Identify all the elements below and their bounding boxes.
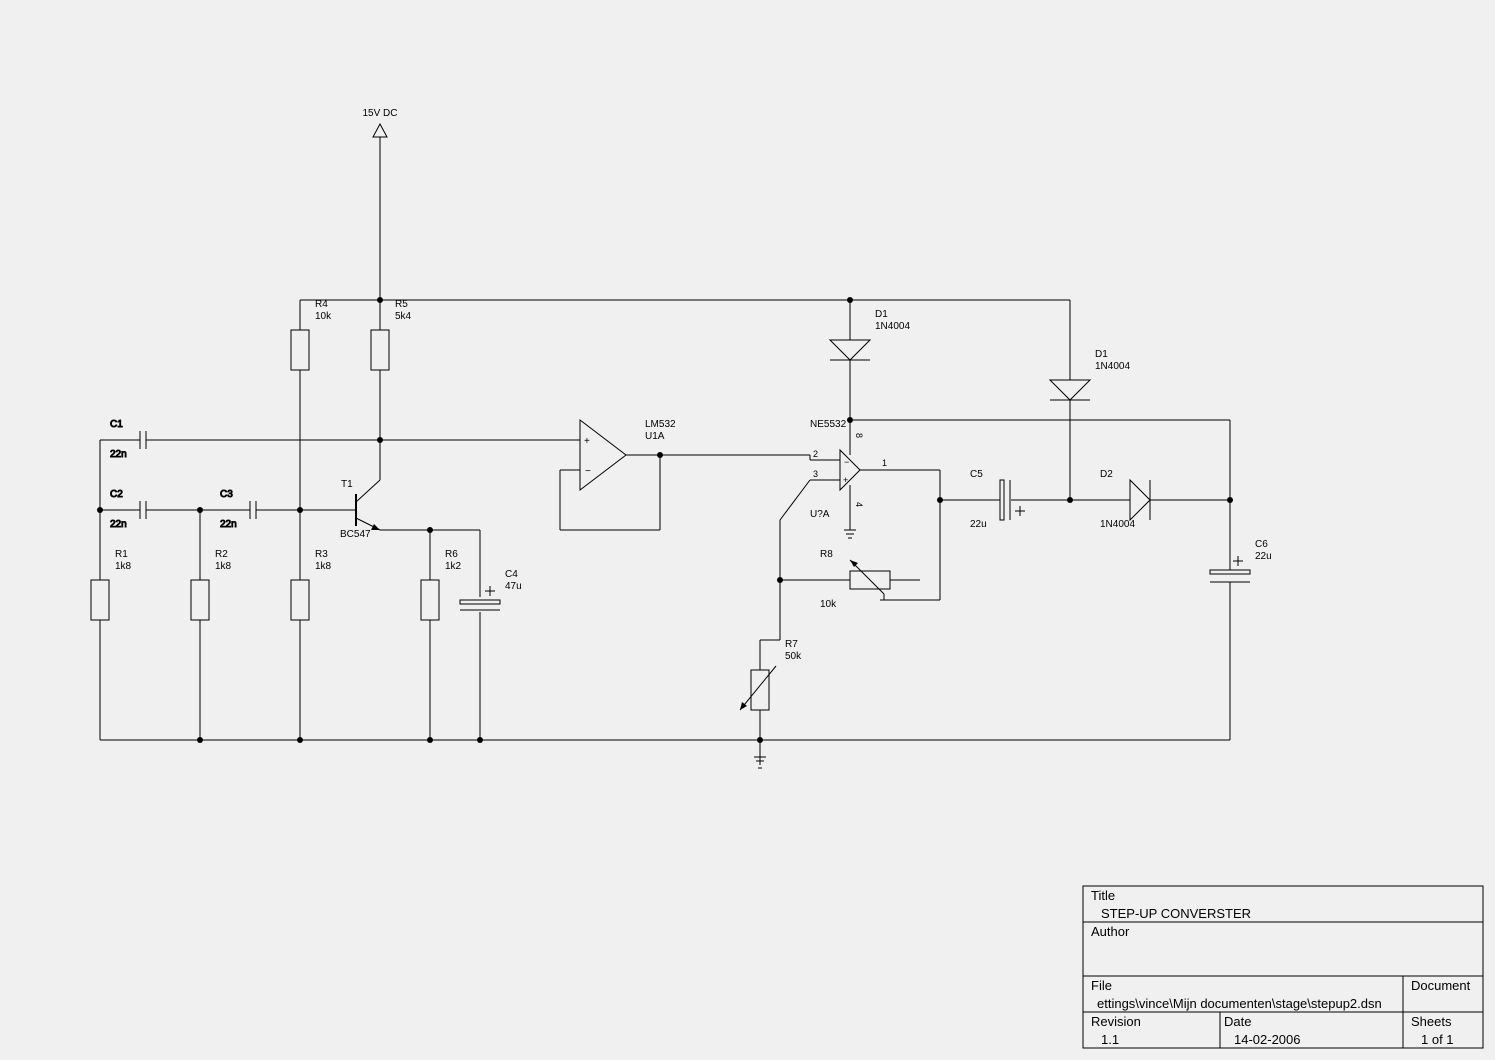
c4-value: 47u: [505, 581, 522, 592]
u1a-ref: U1A: [645, 431, 665, 442]
resistor-r4: R4 10k: [290, 299, 332, 371]
r4-value: 10k: [315, 311, 332, 322]
c2-value: 22n: [110, 519, 127, 530]
sheets-value: 1 of 1: [1421, 1032, 1454, 1047]
d1a-ref: D1: [875, 309, 888, 320]
diode-d2: D2 1N4004: [1100, 469, 1151, 530]
resistor-r1: R1 1k8: [90, 549, 132, 621]
date-label: Date: [1224, 1014, 1251, 1029]
c3-ref: C3: [220, 489, 233, 500]
r6-value: 1k2: [445, 561, 462, 572]
r3-value: 1k8: [315, 561, 332, 572]
capacitor-c5: C5 22u: [970, 469, 1025, 530]
t1-ref: T1: [341, 479, 353, 490]
r2-ref: R2: [215, 549, 228, 560]
r7-ref: R7: [785, 639, 798, 650]
u1a-value: LM532: [645, 419, 676, 430]
u2a-ref: U?A: [810, 509, 830, 520]
junction-dots: [97, 297, 1233, 743]
resistor-r6: R6 1k2: [420, 549, 462, 621]
capacitor-c6: C6 22u: [1209, 539, 1272, 583]
opamp-u1a: + − LM532 U1A: [579, 418, 676, 492]
d1b-ref: D1: [1095, 349, 1108, 360]
diode-d1-right: D1 1N4004: [1048, 349, 1130, 401]
transistor-t1: T1 BC547: [340, 479, 381, 540]
supply-label: 15V DC: [362, 108, 397, 119]
t1-value: BC547: [340, 529, 371, 540]
c2-ref: C2: [110, 489, 123, 500]
potentiometer-r7: R7 50k: [739, 639, 802, 711]
ground-symbol-main: [754, 756, 766, 769]
d2-value: 1N4004: [1100, 519, 1135, 530]
u2a-value: NE5532: [810, 419, 847, 430]
capacitor-c1: C1 22n: [110, 419, 147, 461]
title-label: Title: [1091, 888, 1115, 903]
u2a-minus-sign: −: [844, 457, 849, 467]
u2a-pin-8: 8: [854, 433, 864, 438]
r1-value: 1k8: [115, 561, 132, 572]
r5-ref: R5: [395, 299, 408, 310]
wires: [99, 137, 1231, 765]
r5-value: 5k4: [395, 311, 412, 322]
capacitor-c3: C3 22n: [220, 489, 257, 531]
date-value: 14-02-2006: [1234, 1032, 1301, 1047]
r8-ref: R8: [820, 549, 833, 560]
revision-value: 1.1: [1101, 1032, 1119, 1047]
ground-symbol-opamp: [844, 529, 856, 539]
u1a-plus-sign: +: [584, 436, 590, 447]
u2a-pin-3: 3: [813, 469, 818, 479]
resistor-r2: R2 1k8: [190, 549, 232, 621]
u2a-pin-1: 1: [882, 458, 887, 468]
file-label: File: [1091, 978, 1112, 993]
supply-symbol: 15V DC: [362, 108, 398, 138]
u1a-minus-sign: −: [585, 466, 591, 477]
file-value: ettings\vince\Mijn documenten\stage\step…: [1097, 996, 1382, 1011]
c3-value: 22n: [220, 519, 237, 530]
author-label: Author: [1091, 924, 1130, 939]
capacitor-c4: C4 47u: [459, 569, 522, 611]
u2a-pin-4: 4: [854, 502, 864, 507]
c4-ref: C4: [505, 569, 518, 580]
r6-ref: R6: [445, 549, 458, 560]
opamp-u2a: − + NE5532 U?A 2 3 1 8 4: [810, 419, 887, 520]
revision-label: Revision: [1091, 1014, 1141, 1029]
document-label: Document: [1411, 978, 1471, 993]
resistor-r3: R3 1k8: [290, 549, 332, 621]
u2a-pin-2: 2: [813, 449, 818, 459]
c6-ref: C6: [1255, 539, 1268, 550]
r1-ref: R1: [115, 549, 128, 560]
r7-value: 50k: [785, 651, 802, 662]
c1-value: 22n: [110, 449, 127, 460]
r8-value: 10k: [820, 599, 837, 610]
u2a-plus-sign: +: [843, 475, 848, 485]
d2-ref: D2: [1100, 469, 1113, 480]
c1-ref: C1: [110, 419, 123, 430]
d1a-value: 1N4004: [875, 321, 910, 332]
diode-d1-left: D1 1N4004: [828, 309, 910, 361]
r4-ref: R4: [315, 299, 328, 310]
c5-value: 22u: [970, 519, 987, 530]
r3-ref: R3: [315, 549, 328, 560]
potentiometer-r8: R8 10k: [820, 549, 891, 610]
title-value: STEP-UP CONVERSTER: [1101, 906, 1251, 921]
resistor-r5: R5 5k4: [370, 299, 412, 371]
capacitor-c2: C2 22n: [110, 489, 147, 531]
title-block: Title STEP-UP CONVERSTER Author File ett…: [1082, 885, 1484, 1049]
d1b-value: 1N4004: [1095, 361, 1130, 372]
c5-ref: C5: [970, 469, 983, 480]
sheets-label: Sheets: [1411, 1014, 1452, 1029]
r2-value: 1k8: [215, 561, 232, 572]
c6-value: 22u: [1255, 551, 1272, 562]
